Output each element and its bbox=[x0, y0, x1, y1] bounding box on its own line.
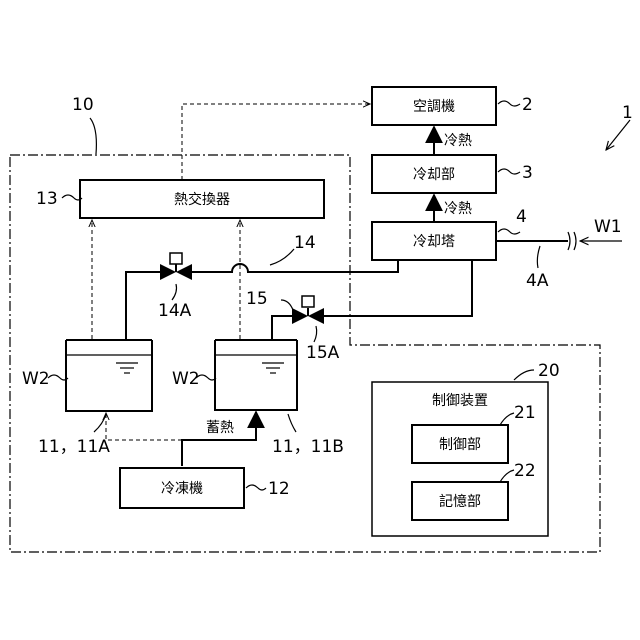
heat-exchanger-label: 熱交換器 bbox=[174, 191, 230, 208]
ref-10: 10 bbox=[72, 95, 94, 115]
tank-11b bbox=[215, 340, 297, 410]
ref-3: 3 bbox=[522, 163, 533, 183]
control-section-label: 制御部 bbox=[439, 437, 481, 453]
ref-2: 2 bbox=[522, 95, 533, 115]
ref-1: 1 bbox=[622, 103, 633, 123]
valve-14a bbox=[160, 253, 192, 280]
ref-13: 13 bbox=[36, 189, 58, 209]
ref-12: 12 bbox=[268, 479, 290, 499]
cooling-tower-label: 冷却塔 bbox=[413, 234, 455, 250]
ref-w2-right: W2 bbox=[172, 369, 200, 389]
ref-11b: 11，11B bbox=[272, 437, 344, 457]
dashed-hx-to-ac bbox=[182, 104, 370, 180]
cold-heat-label-1: 冷熱 bbox=[444, 133, 472, 149]
cooling-section-label: 冷却部 bbox=[413, 167, 455, 183]
ref-14a: 14A bbox=[158, 301, 192, 321]
ref-21: 21 bbox=[514, 403, 536, 423]
ref-15a: 15A bbox=[306, 343, 340, 363]
valve-15a bbox=[292, 296, 324, 324]
pipe-14-left bbox=[126, 272, 160, 340]
ref-20: 20 bbox=[538, 361, 560, 381]
ref-22: 22 bbox=[514, 461, 536, 481]
pipe-4a-break bbox=[568, 232, 576, 250]
tank-11a bbox=[66, 340, 152, 411]
heat-storage-label: 蓄熱 bbox=[206, 420, 234, 436]
pipe-15-left bbox=[272, 316, 292, 340]
cold-heat-label-2: 冷熱 bbox=[444, 201, 472, 217]
ref-11a: 11，11A bbox=[38, 437, 110, 457]
ref-w2-left: W2 bbox=[22, 369, 50, 389]
pipe-14-right bbox=[192, 260, 398, 272]
ref-4: 4 bbox=[516, 207, 527, 227]
ref-15: 15 bbox=[246, 289, 268, 309]
ref-4a: 4A bbox=[526, 271, 549, 291]
ref-14: 14 bbox=[294, 233, 316, 253]
ref-w1: W1 bbox=[594, 217, 622, 237]
dashed-ref-to-11a bbox=[106, 413, 182, 440]
memory-section-label: 記憶部 bbox=[439, 493, 481, 510]
air-conditioner-label: 空調機 bbox=[413, 99, 455, 115]
refrigerator-label: 冷凍機 bbox=[161, 481, 203, 497]
arrow-system-1 bbox=[606, 120, 630, 150]
control-device-label: 制御装置 bbox=[432, 393, 488, 409]
